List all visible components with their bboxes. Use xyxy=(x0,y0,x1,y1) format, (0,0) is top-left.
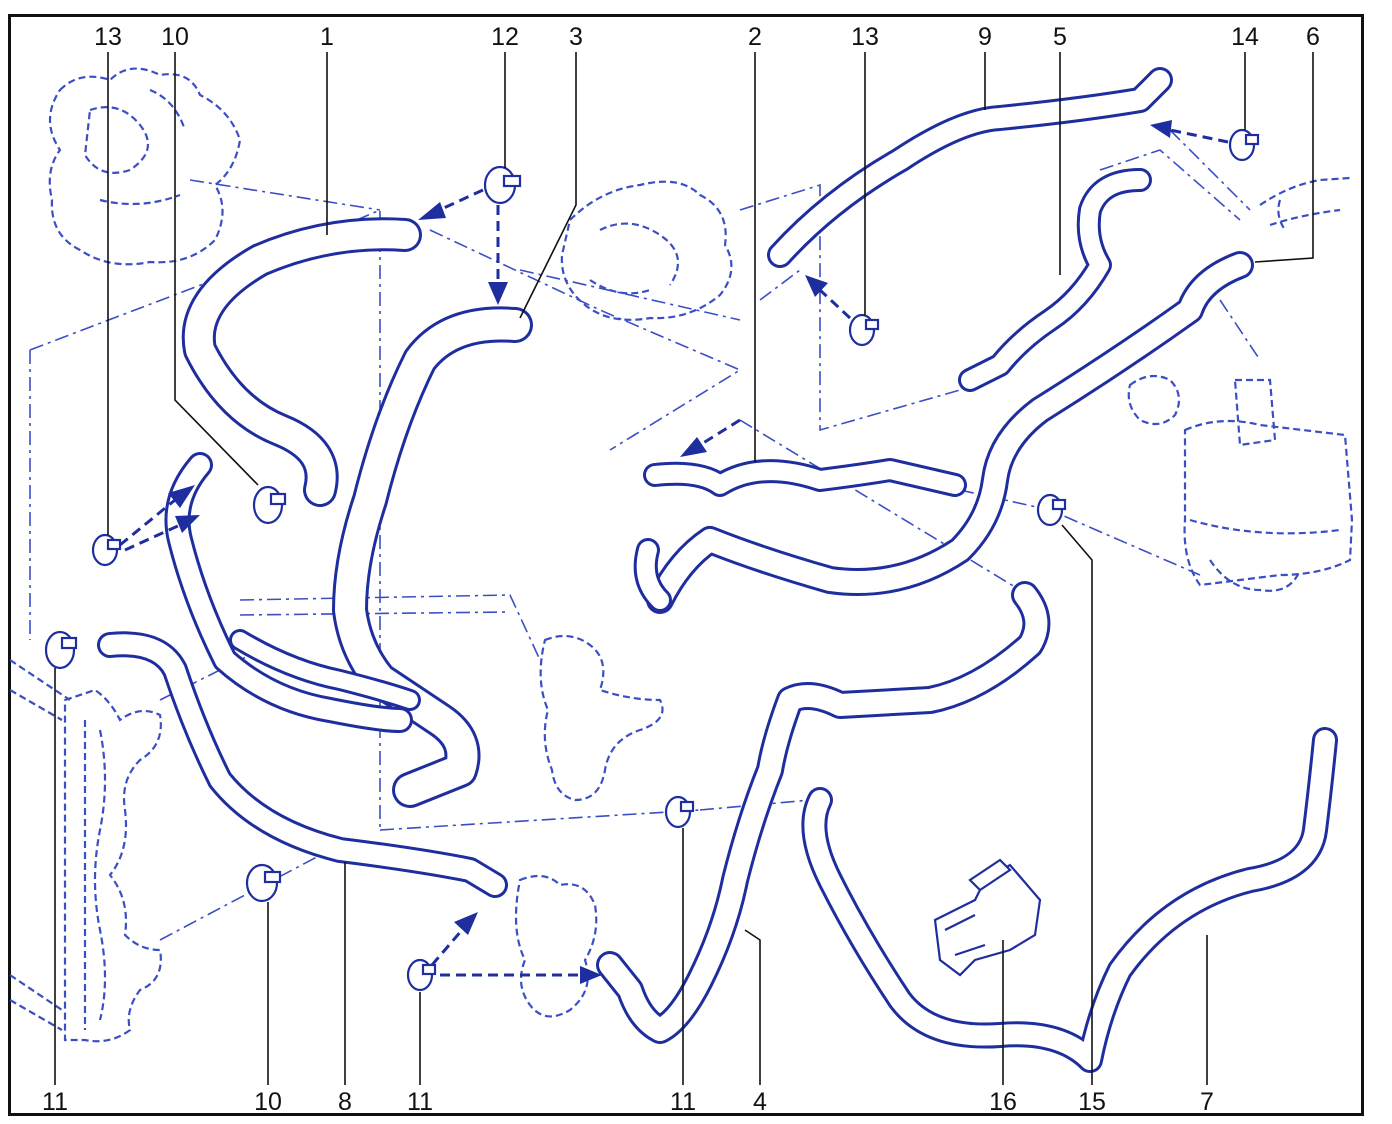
callout-8: 8 xyxy=(338,1088,352,1116)
callout-16: 16 xyxy=(989,1088,1017,1116)
hose-2 xyxy=(643,458,967,497)
phantom-thermostat-housing xyxy=(560,180,733,321)
clamp-11-bottom xyxy=(406,958,437,992)
part-16-bracket xyxy=(933,858,1042,977)
clamp-13-right xyxy=(848,313,880,347)
callout-4: 4 xyxy=(753,1088,767,1116)
clamp-10-lower xyxy=(245,863,282,903)
clamp-12 xyxy=(483,165,522,205)
callouts-bottom: 11 10 8 11 11 4 16 15 7 xyxy=(42,524,1214,1116)
phantom-thermostat-detail xyxy=(589,222,680,295)
callout-1: 1 xyxy=(320,23,334,51)
phantom-line-b xyxy=(239,594,541,661)
callout-11-bottom: 11 xyxy=(407,1088,433,1116)
hoses xyxy=(97,67,1338,1073)
callout-2: 2 xyxy=(748,23,762,51)
arrow-to-hose2 xyxy=(680,418,741,457)
leader-4 xyxy=(744,929,761,1085)
callout-13-top-left: 13 xyxy=(94,23,122,51)
hose-7 xyxy=(801,727,1338,1073)
arrow-clamp11-bottom-up xyxy=(430,912,478,966)
phantom-line-d xyxy=(739,183,961,432)
arrow-clamp12-to-hose3 xyxy=(488,205,508,305)
clamp-13-left xyxy=(91,533,122,567)
phantom-bottom-valve xyxy=(514,874,598,1018)
leader-6 xyxy=(1254,52,1314,263)
arrow-clamp12-to-hose1 xyxy=(418,188,484,220)
callout-13-top-right: 13 xyxy=(851,23,879,51)
phantom-tank-base xyxy=(1189,518,1341,592)
callout-9: 9 xyxy=(978,23,992,51)
clamp-14 xyxy=(1228,128,1260,162)
callout-5: 5 xyxy=(1053,23,1067,51)
callout-7: 7 xyxy=(1200,1088,1214,1116)
phantom-valve xyxy=(539,634,664,802)
phantom-radiator-inner xyxy=(83,720,107,1030)
clamp-10-upper xyxy=(252,485,287,525)
callout-6: 6 xyxy=(1306,23,1320,51)
hose-6 xyxy=(633,251,1254,614)
leader-10-top xyxy=(174,52,259,486)
callout-11-left: 11 xyxy=(42,1088,68,1116)
leader-3 xyxy=(519,52,577,319)
callout-15: 15 xyxy=(1078,1088,1106,1116)
hose-4 xyxy=(596,581,1051,1044)
hose-9 xyxy=(767,67,1173,268)
clamp-11-mid xyxy=(664,795,695,829)
phantom-line-c xyxy=(429,229,742,451)
arrow-clamp11-bottom-right xyxy=(440,966,602,984)
callouts-top: 13 10 1 12 3 2 13 9 5 14 6 xyxy=(94,23,1320,535)
clamp-15 xyxy=(1036,493,1067,527)
phantom-coupling xyxy=(1259,176,1351,231)
clamps xyxy=(44,128,1260,992)
phantom-radiator xyxy=(63,688,162,1043)
assembly-arrows xyxy=(119,120,1229,984)
phantom-engine-block xyxy=(48,67,242,266)
hose-5 xyxy=(958,168,1152,392)
arrow-clamp13-left xyxy=(119,485,200,552)
hose-1 xyxy=(181,217,422,507)
callout-3: 3 xyxy=(569,23,583,51)
callout-10-bottom: 10 xyxy=(254,1088,282,1116)
arrow-clamp14 xyxy=(1150,120,1229,144)
phantom-line-f xyxy=(1099,129,1261,361)
phantom-line-g xyxy=(159,649,811,941)
phantom-expansion-tank xyxy=(1183,419,1354,587)
phantom-tank-cap xyxy=(1127,374,1277,447)
callout-12: 12 xyxy=(491,23,519,51)
phantom-engine-detail xyxy=(83,88,187,206)
hose-8 xyxy=(97,631,508,898)
callout-11-mid: 11 xyxy=(670,1088,696,1116)
clamp-11-left xyxy=(44,630,78,670)
phantom-radiator-bar xyxy=(9,659,71,1031)
callout-14: 14 xyxy=(1231,23,1259,51)
arrow-clamp13-right xyxy=(805,275,852,320)
callout-10-top: 10 xyxy=(161,23,189,51)
hose-3 xyxy=(332,306,533,808)
leader-15 xyxy=(1061,524,1093,1085)
